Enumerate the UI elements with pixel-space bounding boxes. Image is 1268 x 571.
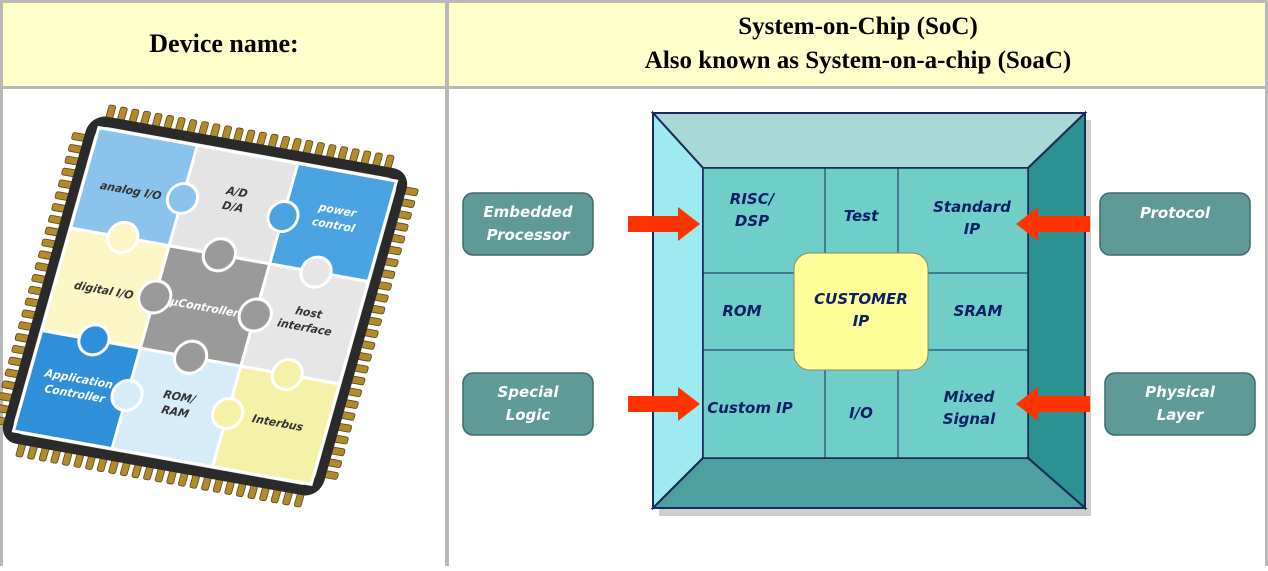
- device-title-line-1: System-on-Chip (SoC): [738, 13, 978, 40]
- table-header-divider: [0, 86, 1268, 89]
- device-name-label: Device name:: [0, 0, 448, 88]
- input-special-logic: [462, 372, 594, 436]
- arrow-physical-layer: [1016, 387, 1090, 421]
- block-mixed-1: Mixed: [944, 388, 995, 406]
- piece-host-1: host: [294, 304, 325, 322]
- arrow-embedded-processor: [628, 207, 700, 241]
- input-arrows: [628, 207, 1090, 421]
- soc-chip-image: analog I/O A/D D/A power control digital…: [0, 104, 420, 508]
- bevel-left: [652, 110, 704, 511]
- block-labels: RISC/ DSP Test Standard IP ROM CUSTOMER …: [707, 190, 1011, 428]
- soc-block-diagram: RISC/ DSP Test Standard IP ROM CUSTOMER …: [462, 110, 1256, 516]
- block-customer-2: IP: [853, 312, 870, 330]
- piece-da: D/A: [221, 199, 246, 216]
- block-rom: ROM: [722, 302, 761, 320]
- piece-rom: ROM/: [162, 388, 198, 407]
- soc-diagram-cell: RISC/ DSP Test Standard IP ROM CUSTOMER …: [448, 88, 1268, 566]
- bevel-top: [650, 112, 1088, 169]
- block-standard-2: IP: [964, 220, 981, 238]
- input-physical-1: Physical: [1145, 383, 1216, 401]
- input-embedded-2: Processor: [487, 226, 571, 244]
- input-embedded-processor: [462, 192, 594, 256]
- arrow-protocol: [1016, 207, 1090, 241]
- input-labels: Embedded Processor Protocol Special Logi…: [483, 203, 1215, 424]
- table-right-border: [1265, 0, 1268, 566]
- input-protocol-label: Protocol: [1140, 204, 1211, 222]
- block-customer-1: CUSTOMER: [814, 290, 908, 308]
- device-title: System-on-Chip (SoC) Also known as Syste…: [448, 0, 1268, 88]
- piece-ram: RAM: [160, 403, 191, 421]
- table-left-border: [0, 0, 3, 566]
- block-mixed-2: Signal: [943, 410, 996, 428]
- bevel-right: [1027, 110, 1086, 511]
- input-special-2: Logic: [506, 406, 551, 424]
- block-risc-1: RISC/: [730, 190, 776, 208]
- block-io: I/O: [849, 404, 873, 422]
- arrow-special-logic: [628, 387, 700, 421]
- chip-picture-cell: analog I/O A/D D/A power control digital…: [0, 88, 448, 566]
- chip-pins: [0, 104, 420, 508]
- input-physical-layer: [1104, 372, 1256, 436]
- device-name-label-text: Device name:: [149, 29, 299, 58]
- table-column-divider: [445, 0, 449, 566]
- block-sram: SRAM: [954, 302, 1003, 320]
- bevel-bottom: [650, 457, 1088, 509]
- input-embedded-1: Embedded: [483, 203, 572, 221]
- table-top-border: [0, 0, 1268, 3]
- block-standard-1: Standard: [933, 198, 1011, 216]
- input-physical-2: Layer: [1157, 406, 1205, 424]
- input-special-1: Special: [497, 383, 559, 401]
- block-risc-2: DSP: [735, 212, 769, 230]
- device-title-line-2: Also known as System-on-a-chip (SoaC): [644, 47, 1072, 74]
- chip-puzzle: [11, 125, 399, 487]
- block-custom-ip: Custom IP: [707, 399, 793, 417]
- block-test: Test: [844, 207, 879, 225]
- customer-ip-block: [793, 252, 929, 371]
- piece-ad: A/D: [224, 184, 249, 201]
- input-protocol: [1099, 192, 1251, 256]
